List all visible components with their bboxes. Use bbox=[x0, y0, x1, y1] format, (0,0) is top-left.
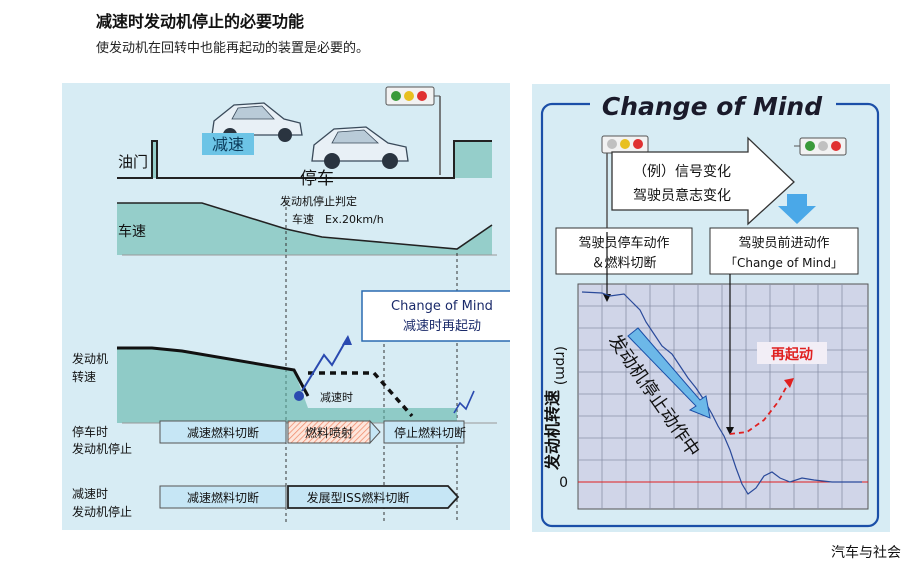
restart-badge bbox=[757, 342, 827, 364]
page-title: 减速时发动机停止的必要功能 bbox=[96, 12, 305, 31]
restart-arrow-head bbox=[342, 335, 352, 345]
traffic-light-icon-right bbox=[799, 137, 847, 156]
com-label-2: 减速时再起动 bbox=[403, 319, 481, 334]
example-line-2: 驾驶员意志变化 bbox=[633, 187, 731, 204]
y-axis-unit: (rpm) bbox=[552, 346, 568, 385]
throttle-fill bbox=[124, 141, 492, 178]
decelerate-badge bbox=[202, 133, 254, 155]
row1-box-fuel-cut bbox=[159, 420, 287, 444]
driver-go-2: 「Change of Mind」 bbox=[725, 256, 843, 270]
source-credit: 汽车与社会 bbox=[831, 545, 901, 561]
vehicle-speed-fill bbox=[117, 203, 492, 255]
example-arrow-box bbox=[611, 136, 795, 226]
zero-label: 0 bbox=[559, 475, 568, 491]
throttle-label: 油门 bbox=[118, 153, 148, 171]
stop-label: 停车 bbox=[300, 169, 334, 189]
row1-label-1: 停车时 bbox=[72, 424, 108, 439]
example-line-1: （例）信号变化 bbox=[633, 164, 731, 180]
left-diagram: 减速 油门 停车 车速 发动机停止判定 车速 Ex.20km/h 发动机 转速 … bbox=[72, 86, 523, 523]
row2-box2-text: 发展型ISS燃料切断 bbox=[307, 490, 410, 505]
driver-go-box bbox=[709, 227, 859, 275]
vehicle-speed-line bbox=[117, 202, 493, 250]
heading-backdrop bbox=[590, 90, 836, 120]
decel-point-label: 减速时 bbox=[320, 391, 353, 404]
stopping-arrow bbox=[627, 327, 711, 419]
go-marker-arrow bbox=[726, 427, 734, 435]
engine-speed-dashed-line bbox=[308, 371, 414, 418]
page-subtitle: 使发动机在回转中也能再起动的装置是必要的。 bbox=[96, 41, 370, 56]
y-axis-label: 发动机转速 bbox=[543, 390, 562, 471]
row1-box-stop-cut bbox=[383, 420, 465, 444]
row2-box-iss-fuel-cut bbox=[287, 485, 460, 509]
right-diagram: Change of Mind （例）信号变化 驾驶员意志变化 驾驶员停车动作 ＆… bbox=[540, 90, 880, 528]
driver-stop-1: 驾驶员停车动作 bbox=[578, 235, 669, 251]
row2-label-2: 发动机停止 bbox=[72, 504, 132, 519]
throttle-line bbox=[117, 140, 492, 179]
driver-stop-box bbox=[555, 227, 693, 275]
row1-box2-text: 燃料喷射 bbox=[305, 425, 353, 440]
speed-label: 车速 bbox=[118, 223, 146, 240]
engine-speed-line bbox=[117, 346, 310, 397]
restart-arrow bbox=[301, 336, 349, 392]
down-arrow-icon bbox=[778, 194, 816, 224]
left-diagram-panel: 减速 油门 停车 车速 发动机停止判定 车速 Ex.20km/h 发动机 转速 … bbox=[62, 83, 523, 530]
judge-label: 发动机停止判定 bbox=[280, 194, 357, 208]
car-icon-2 bbox=[311, 126, 409, 169]
restart-curve bbox=[729, 383, 789, 435]
restart-arrow-head bbox=[784, 378, 794, 388]
decelerate-label: 减速 bbox=[212, 135, 244, 154]
engine-speed-fill bbox=[117, 348, 457, 423]
row1-label-2: 发动机停止 bbox=[72, 441, 132, 456]
com-label-1: Change of Mind bbox=[391, 299, 493, 314]
decel-point-marker bbox=[294, 391, 304, 401]
row2-box-fuel-cut bbox=[159, 485, 287, 509]
driver-go-1: 驾驶员前进动作 bbox=[738, 235, 829, 251]
restart-label: 再起动 bbox=[771, 346, 813, 363]
restart-arrow-2 bbox=[453, 390, 475, 414]
row2-label-1: 减速时 bbox=[72, 487, 108, 501]
engine-speed-label-2: 转速 bbox=[72, 369, 96, 384]
engine-speed-label-1: 发动机 bbox=[72, 351, 108, 366]
engine-speed-curve bbox=[581, 291, 862, 495]
graph-area bbox=[577, 283, 869, 510]
row2-box1-text: 减速燃料切断 bbox=[187, 490, 259, 505]
row1-box1-text: 减速燃料切断 bbox=[187, 425, 259, 440]
traffic-light-icon-left bbox=[601, 135, 649, 154]
row1-box3-text: 停止燃料切断 bbox=[394, 425, 466, 440]
driver-stop-2: ＆燃料切断 bbox=[591, 255, 656, 271]
heading: Change of Mind bbox=[602, 92, 823, 121]
judge-sub-label: 车速 Ex.20km/h bbox=[292, 212, 384, 226]
row1-arrow-1 bbox=[369, 419, 381, 445]
right-diagram-panel: Change of Mind （例）信号变化 驾驶员意志变化 驾驶员停车动作 ＆… bbox=[532, 84, 890, 532]
traffic-light-icon bbox=[385, 86, 441, 175]
